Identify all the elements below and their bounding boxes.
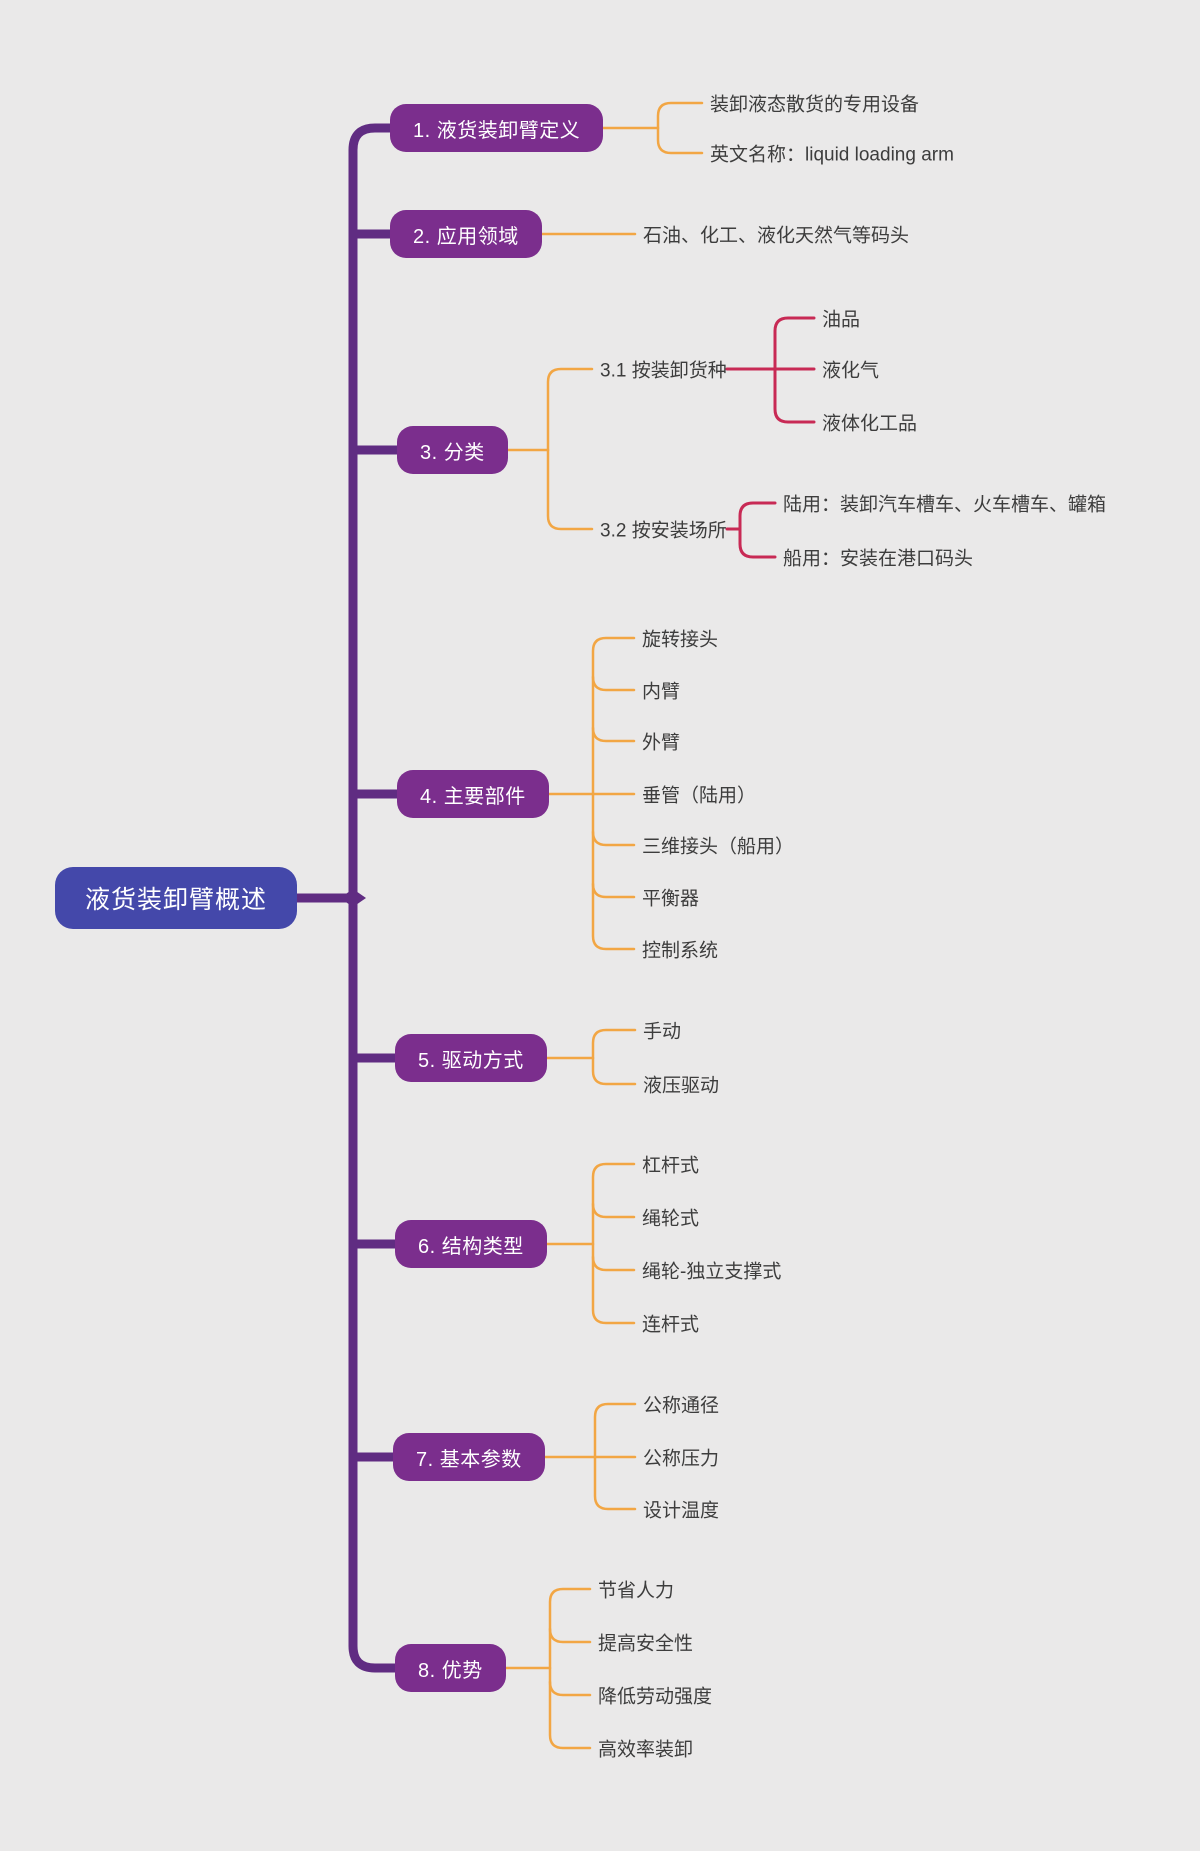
leaf-item[interactable]: 旋转接头 (642, 629, 719, 651)
branch-node-2[interactable]: 2. 应用领域 (390, 210, 542, 258)
leaf-item[interactable]: 提高安全性 (598, 1633, 694, 1655)
connector (656, 101, 704, 155)
leaf-item[interactable]: 公称通径 (643, 1395, 720, 1417)
leaf-item[interactable]: 液压驱动 (643, 1075, 720, 1097)
leaf-item[interactable]: 液体化工品 (822, 413, 918, 435)
connector (773, 316, 816, 424)
connector (591, 636, 636, 951)
leaf-item[interactable]: 绳轮-独立支撑式 (642, 1261, 782, 1283)
leaf-item[interactable]: 陆用：装卸汽车槽车、火车槽车、罐箱 (783, 494, 1107, 516)
connector (591, 1255, 636, 1272)
leaf-item[interactable]: 控制系统 (642, 940, 719, 962)
leaf-item[interactable]: 内臂 (642, 681, 681, 703)
sub-branch-3-1-label[interactable]: 3.1 按装卸货种 (600, 360, 727, 382)
root-junction-diamond (340, 889, 366, 907)
connector (591, 830, 636, 847)
leaf-item[interactable]: 绳轮式 (642, 1208, 700, 1230)
leaf-item[interactable]: 装卸液态散货的专用设备 (710, 94, 920, 116)
leaf-item[interactable]: 设计温度 (643, 1500, 720, 1522)
connector (738, 501, 777, 559)
leaf-item[interactable]: 三维接头（船用） (642, 836, 795, 858)
branch-node-6[interactable]: 6. 结构类型 (395, 1220, 547, 1268)
root-node[interactable]: 液货装卸臂概述 (55, 867, 298, 929)
leaf-item[interactable]: 平衡器 (642, 888, 700, 910)
connector (591, 1202, 636, 1219)
leaf-item[interactable]: 外臂 (642, 732, 681, 754)
connector (591, 1162, 636, 1325)
leaf-item[interactable]: 石油、化工、液化天然气等码头 (643, 225, 910, 247)
sub-branch-3-2-label[interactable]: 3.2 按安装场所 (600, 520, 727, 542)
connector (591, 726, 636, 743)
connector (548, 1627, 592, 1644)
branch-node-3[interactable]: 3. 分类 (397, 426, 508, 474)
leaf-item[interactable]: 液化气 (822, 360, 880, 382)
branch-node-7[interactable]: 7. 基本参数 (393, 1433, 545, 1481)
branch-node-4[interactable]: 4. 主要部件 (397, 770, 549, 818)
connector (591, 1028, 637, 1086)
branch-node-5[interactable]: 5. 驱动方式 (395, 1034, 547, 1082)
connector (548, 1587, 592, 1750)
branch-node-1[interactable]: 1. 液货装卸臂定义 (390, 104, 604, 152)
leaf-item[interactable]: 杠杆式 (642, 1155, 700, 1177)
leaf-item[interactable]: 垂管（陆用） (642, 785, 757, 807)
leaf-item[interactable]: 公称压力 (643, 1448, 720, 1470)
leaf-item[interactable]: 英文名称：liquid loading arm (710, 144, 954, 166)
branch-node-8[interactable]: 8. 优势 (395, 1644, 506, 1692)
connector (548, 1680, 592, 1697)
leaf-item[interactable]: 降低劳动强度 (598, 1686, 713, 1708)
leaf-item[interactable]: 油品 (822, 309, 861, 331)
leaf-item[interactable]: 手动 (643, 1021, 682, 1043)
connector (546, 367, 594, 531)
trunk-connectors (285, 123, 415, 1673)
level3-connectors (725, 316, 816, 559)
connector (591, 675, 636, 692)
connector (593, 1402, 637, 1511)
connector (591, 882, 636, 899)
leaf-item[interactable]: 连杆式 (642, 1314, 700, 1336)
leaf-item[interactable]: 节省人力 (598, 1580, 675, 1602)
leaf-item[interactable]: 高效率装卸 (598, 1739, 694, 1761)
leaf-item[interactable]: 船用：安装在港口码头 (783, 548, 974, 570)
